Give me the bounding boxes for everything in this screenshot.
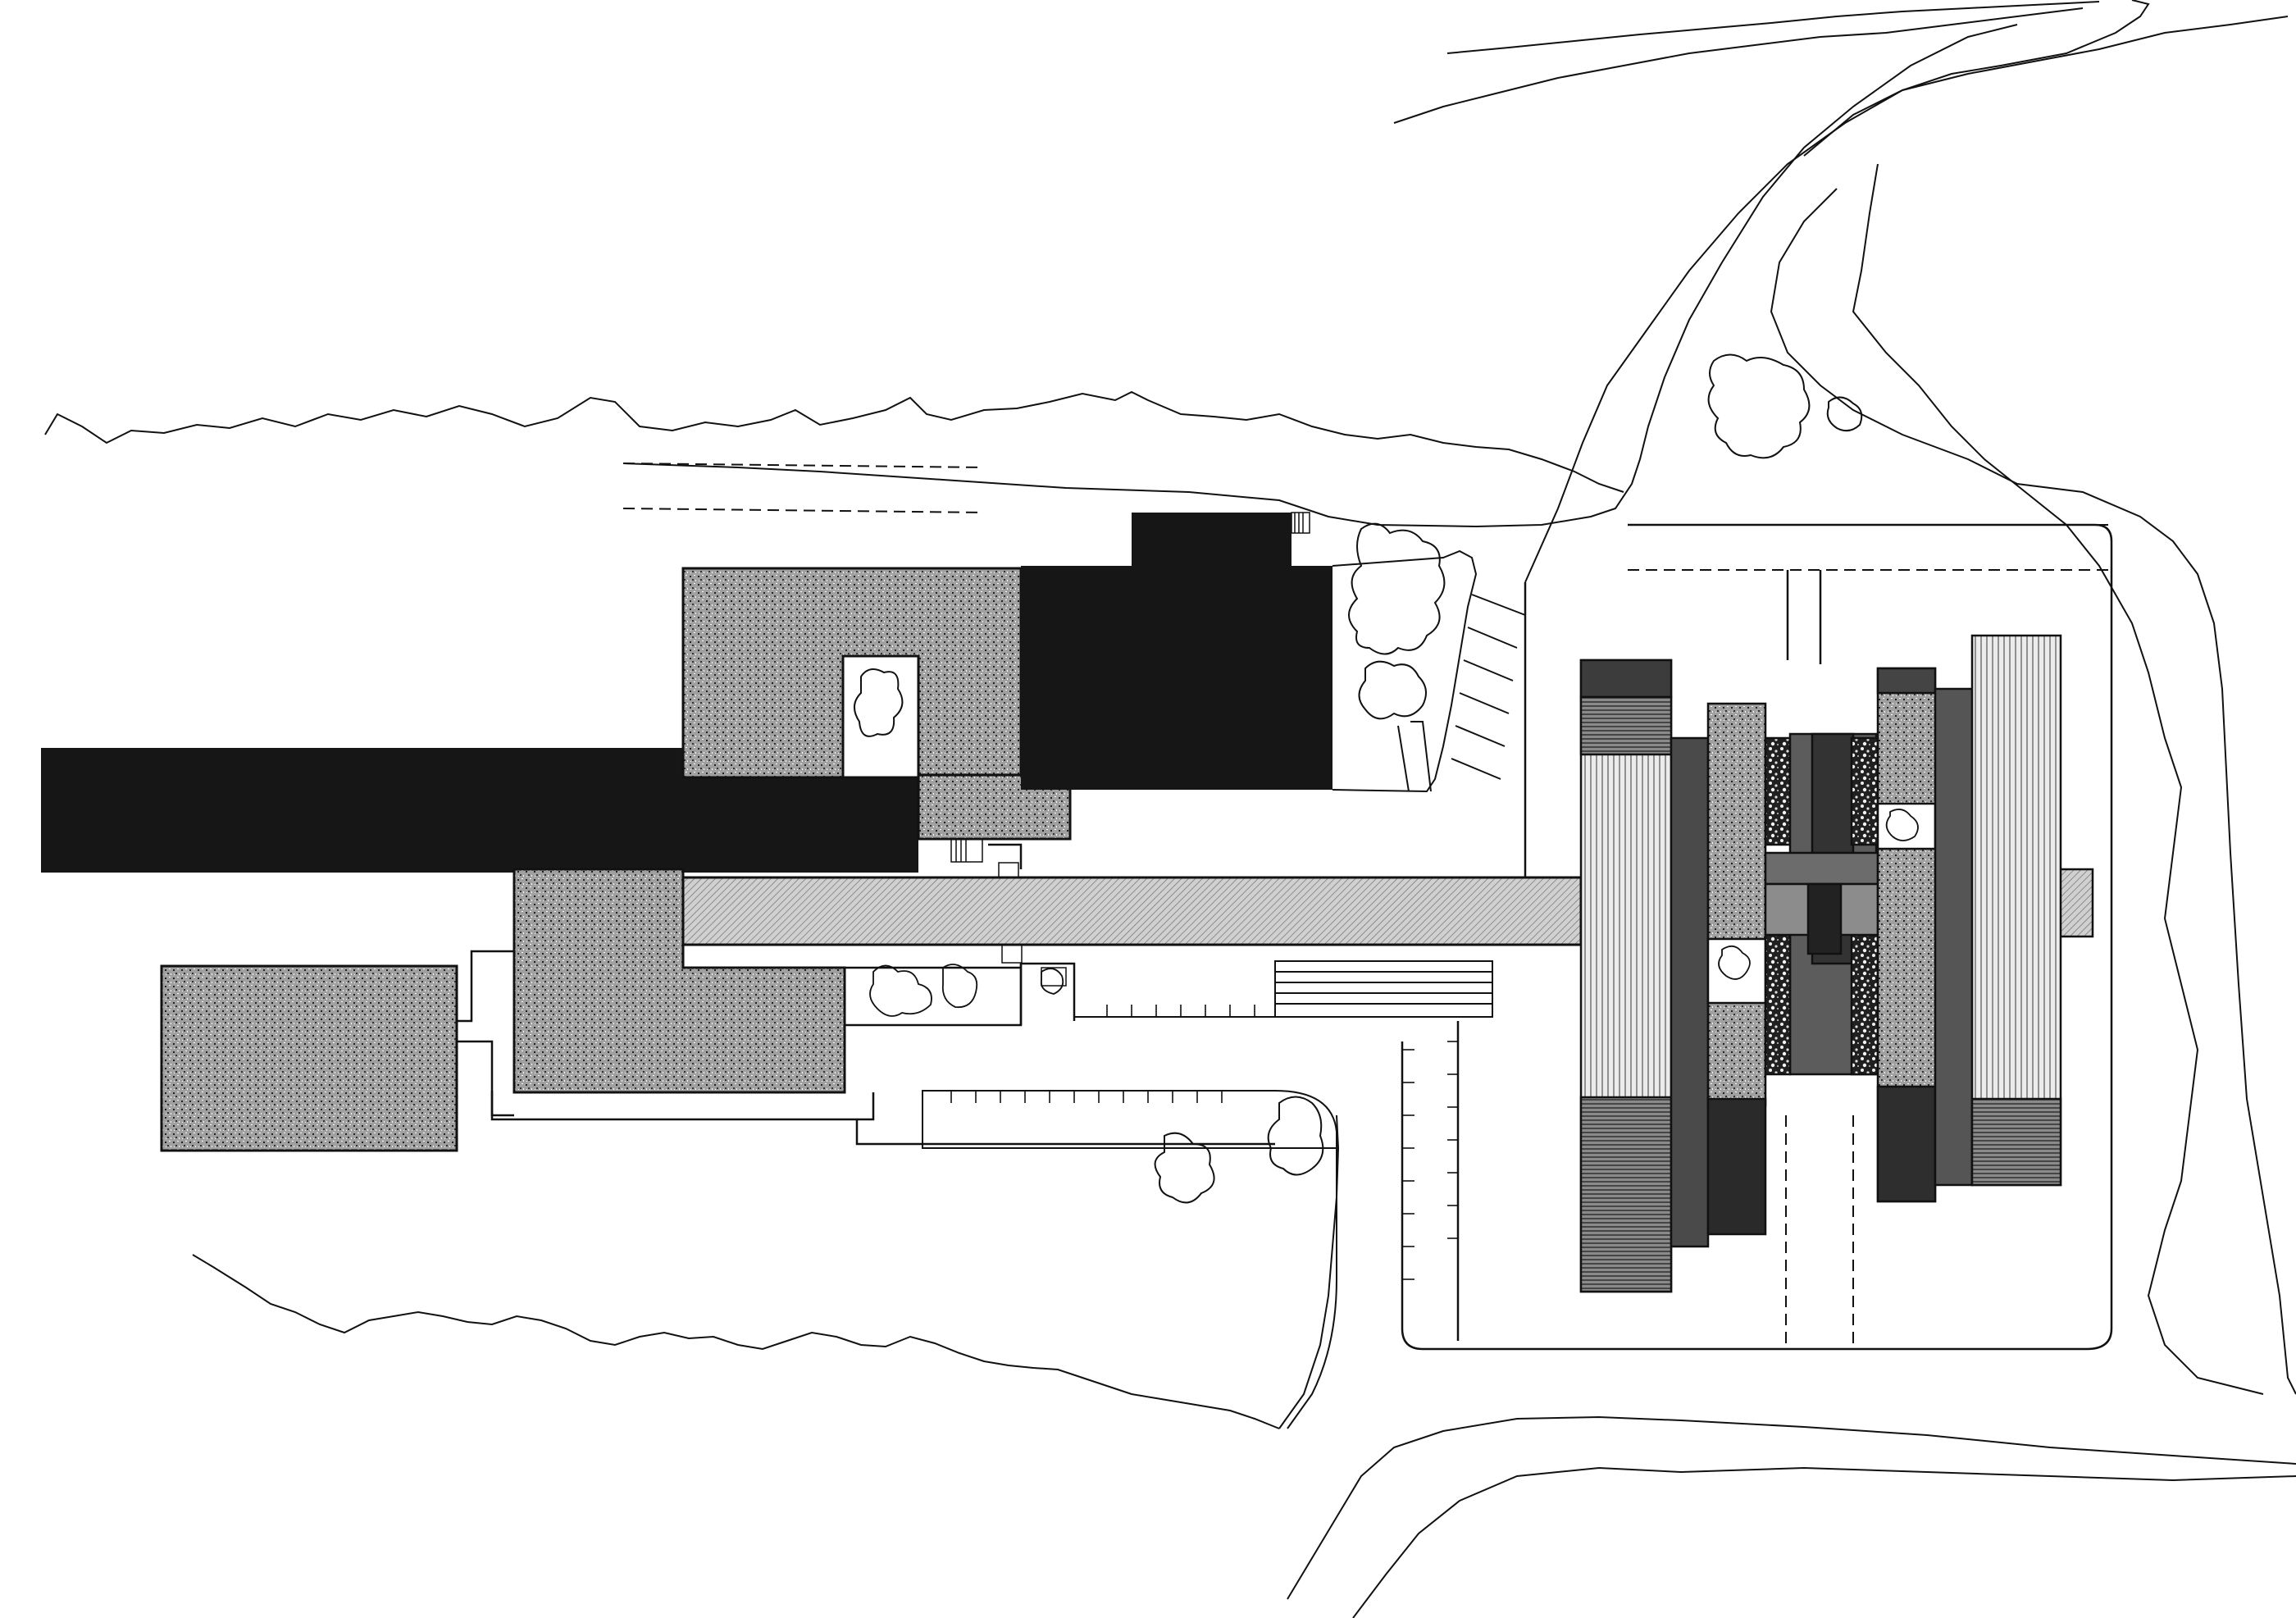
entry-step-outline (988, 843, 1023, 869)
east-block-3-bottom (1706, 1097, 1767, 1236)
east-tree-2 (1826, 396, 1863, 432)
terrace-trees (869, 964, 1064, 1017)
stair-1 (1291, 512, 1310, 534)
connecting-outlines (457, 843, 1275, 1146)
central-walkway (681, 876, 1583, 946)
link-west (457, 950, 514, 1023)
south-path-line (1287, 1144, 1337, 1429)
courtyard-tree (854, 668, 904, 737)
stipple-building-west (160, 964, 458, 1152)
north-road-edge (1524, 0, 2150, 583)
east-block-4-bottom (1876, 1085, 1937, 1203)
north-tree-line (44, 390, 1624, 493)
east-court-tree-a (1718, 945, 1751, 980)
east-block-3-court (1706, 937, 1767, 1005)
north-garden (1332, 522, 1526, 793)
stair-4 (1001, 944, 1023, 964)
east-building-complex (1579, 634, 2062, 1293)
ramp-outline-2 (1397, 725, 1410, 792)
south-parking-loop (922, 1090, 1337, 1149)
west-road-curve (1278, 1114, 1340, 1429)
parking-bay-d (1459, 692, 1510, 714)
east-tree-edge (1852, 163, 2264, 1395)
top-stream-2 (1393, 7, 2084, 124)
parking-tick-marks (950, 1005, 1458, 1280)
east-slab-6 (1970, 634, 2062, 1187)
stair-2 (950, 838, 983, 863)
terrace-tree-1 (869, 964, 932, 1017)
south-wall (490, 1091, 875, 1121)
terrace-outline (843, 962, 1076, 1027)
east-road-line (1803, 16, 2289, 157)
south-tree-2 (1267, 1096, 1324, 1176)
east-slab-1-top-mid (1579, 695, 1673, 756)
walkway-east-stub (2058, 868, 2094, 938)
parking-bay-a (1471, 594, 1526, 616)
east-terrazzo-1 (1764, 736, 1792, 846)
dashed-line-2 (622, 508, 985, 513)
solid-building-main (1021, 513, 1332, 790)
south-path (855, 1119, 1275, 1146)
east-court-tree-b (1885, 809, 1919, 841)
north-garden-tree-2 (1358, 660, 1427, 720)
south-tree-1 (1154, 1132, 1215, 1204)
terrain-lines (44, 0, 2296, 1618)
top-stream-1 (1446, 1, 2100, 54)
east-block-3 (1706, 702, 1767, 1107)
east-terrazzo-3 (1764, 933, 1792, 1076)
pergola (1274, 960, 1493, 1018)
terrace-tree-2 (941, 964, 978, 1009)
parking-bay-b (1467, 627, 1518, 649)
north-garden-boundary (1332, 549, 1478, 793)
east-road-edge (1770, 188, 2296, 1395)
north-garden-tree-1 (1348, 522, 1446, 655)
stair-3 (998, 862, 1019, 878)
stipple-connector (917, 773, 1072, 841)
east-bar-2 (1670, 736, 1710, 1248)
courtyard-north (841, 654, 920, 779)
east-terrazzo-2 (1850, 736, 1879, 846)
south-tree-line (192, 1254, 1280, 1429)
south-parking (922, 960, 1493, 1429)
west-building-group (41, 512, 1332, 1152)
north-road-curve (622, 24, 2018, 528)
east-crossbar (1764, 851, 1879, 886)
link-west-2 (457, 1040, 514, 1117)
east-terrazzo-4 (1850, 933, 1879, 1076)
east-tree-1 (1707, 353, 1811, 459)
east-parking-boundary (1401, 523, 2113, 1351)
terrace-tree-3 (1040, 968, 1064, 995)
east-slab-6-bottom (1970, 1097, 2062, 1187)
east-block-4-top (1876, 667, 1937, 695)
east-bar-5 (1934, 687, 1974, 1187)
east-slab-1-top-dark (1579, 659, 1673, 699)
east-slab-1-bottom (1579, 1096, 1673, 1293)
east-core-inner-2 (1806, 882, 1843, 955)
east-trees (1707, 353, 1863, 459)
parking-bay-c (1463, 659, 1514, 681)
dashed-line-1 (622, 463, 985, 468)
parking-bay-f (1451, 758, 1501, 780)
parking-bay-e (1455, 725, 1506, 747)
ramp-outline (1410, 721, 1432, 792)
south-road-1 (1287, 1415, 2296, 1600)
south-road-2 (1352, 1466, 2296, 1618)
